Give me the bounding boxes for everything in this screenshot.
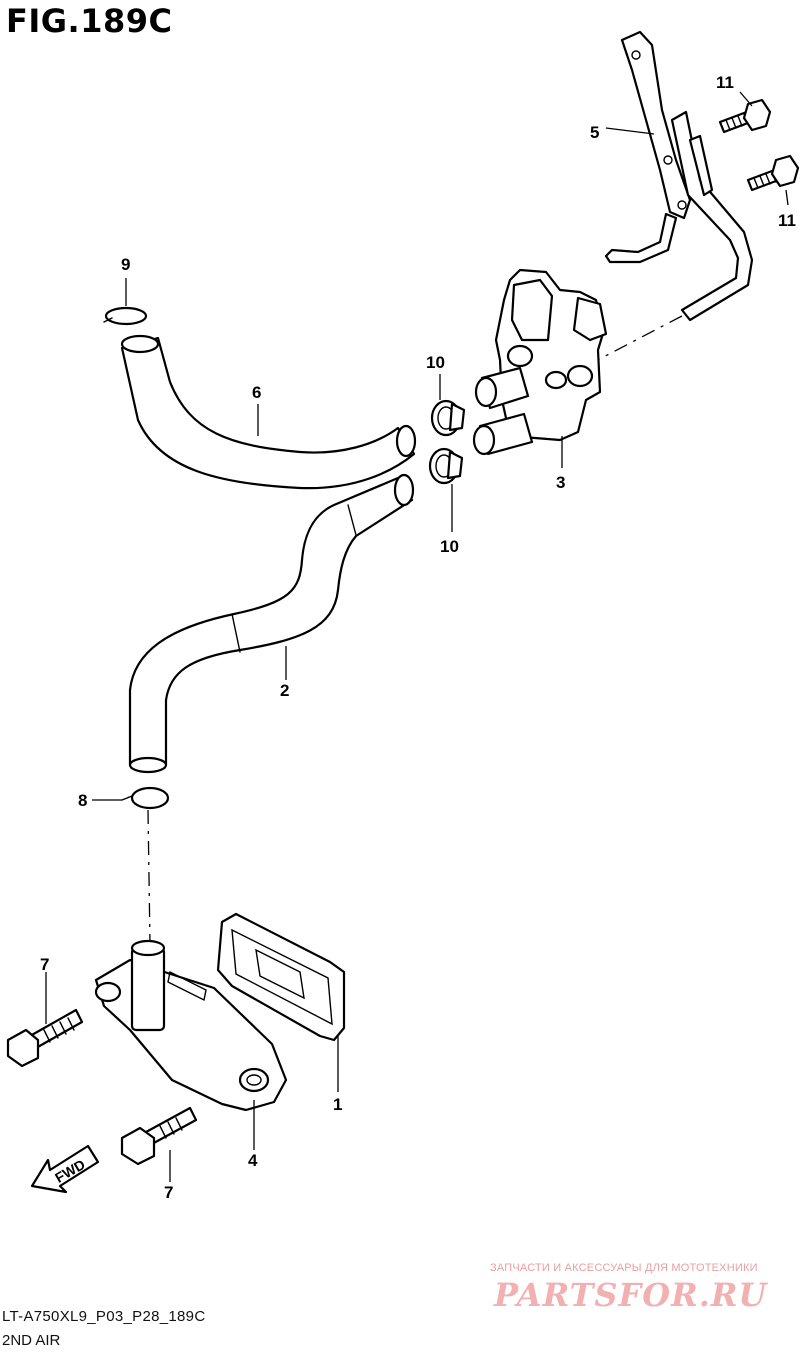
bolt-part-11-upper[interactable]: [718, 98, 772, 134]
gasket-part-1[interactable]: [216, 912, 346, 1042]
clamp-part-10-lower[interactable]: [428, 447, 464, 485]
bolt-part-7-left[interactable]: [6, 1008, 84, 1068]
bracket-pipe-part-5[interactable]: [604, 30, 754, 322]
callout-5: 5: [590, 123, 599, 142]
clamp-part-10-upper[interactable]: [430, 399, 466, 437]
callout-1: 1: [333, 1095, 342, 1114]
air-valve-part-3[interactable]: [472, 268, 608, 456]
callout-9: 9: [121, 255, 130, 274]
callout-10-upper: 10: [426, 353, 445, 372]
hose-part-6[interactable]: [120, 334, 417, 490]
watermark-tagline: ЗАПЧАСТИ И АКСЕССУАРЫ ДЛЯ МОТОТЕХНИКИ: [490, 1262, 758, 1274]
clip-part-8[interactable]: [121, 786, 170, 810]
figure-subtitle: 2ND AIR: [2, 1332, 61, 1349]
leader-11a: [739, 91, 753, 107]
callout-4: 4: [248, 1151, 258, 1170]
fwd-arrow-icon: FWD: [30, 1144, 100, 1194]
callout-11-upper: 11: [716, 73, 734, 92]
bolt-part-11-lower[interactable]: [746, 154, 800, 192]
callout-6: 6: [252, 383, 261, 402]
callout-11-lower: 11: [778, 211, 796, 230]
figure-code: LT-A750XL9_P03_P28_189C: [2, 1308, 206, 1325]
bolt-part-7-lower[interactable]: [120, 1106, 198, 1166]
hose-part-2[interactable]: [128, 473, 415, 774]
callout-10-lower: 10: [440, 537, 459, 556]
figure-title: FIG.189C: [6, 2, 173, 40]
callout-2: 2: [280, 681, 289, 700]
callout-7-lower: 7: [164, 1183, 173, 1202]
watermark-logo: PARTSFOR.RU: [494, 1276, 768, 1314]
callout-3: 3: [556, 473, 565, 492]
callout-8: 8: [78, 791, 87, 810]
callout-7-upper: 7: [40, 955, 49, 974]
leader-5: [605, 127, 655, 135]
leader-11b: [785, 189, 789, 206]
clip-part-9[interactable]: [103, 306, 148, 326]
pipe-part-4[interactable]: [94, 939, 288, 1112]
